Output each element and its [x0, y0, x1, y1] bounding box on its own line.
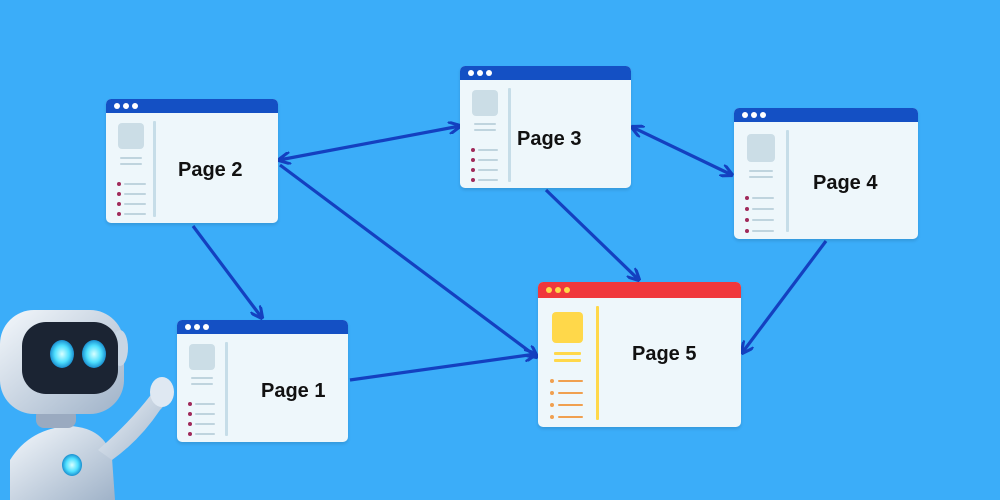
text-line [554, 359, 581, 362]
text-line [120, 163, 142, 165]
page-node-page4: Page 4 [734, 108, 918, 239]
list-bullet-icon [471, 178, 475, 182]
list-bullet-icon [188, 402, 192, 406]
list-line [752, 197, 774, 199]
list-bullet-icon [745, 218, 749, 222]
list-line [124, 183, 146, 185]
window-titlebar [734, 108, 918, 122]
window-dots-icon [468, 70, 492, 76]
image-placeholder-icon [189, 344, 215, 370]
text-line [474, 123, 496, 125]
list-line [558, 416, 583, 418]
list-line [195, 423, 215, 425]
arrow-page2-page1 [191, 225, 262, 318]
arrow-page2-page5 [279, 163, 537, 357]
text-line [749, 170, 773, 172]
window-titlebar [538, 282, 741, 298]
window-dots-icon [742, 112, 766, 118]
text-line [554, 352, 581, 355]
sidebar-divider [786, 130, 789, 232]
list-bullet-icon [550, 403, 554, 407]
list-line [558, 404, 583, 406]
list-line [195, 403, 215, 405]
page-node-page2: Page 2 [106, 99, 278, 223]
list-bullet-icon [188, 422, 192, 426]
arrow-page4-page5 [742, 240, 828, 353]
window-titlebar [177, 320, 348, 334]
list-bullet-icon [188, 432, 192, 436]
page-label: Page 3 [517, 128, 582, 150]
list-line [195, 433, 215, 435]
list-bullet-icon [471, 148, 475, 152]
text-line [191, 377, 213, 379]
list-bullet-icon [471, 158, 475, 162]
list-line [752, 230, 774, 232]
page-node-page1: Page 1 [177, 320, 348, 442]
image-placeholder-icon [747, 134, 775, 162]
list-line [195, 413, 215, 415]
page-label: Page 4 [813, 172, 878, 194]
list-bullet-icon [117, 202, 121, 206]
window-dots-icon [546, 287, 570, 293]
text-line [749, 176, 773, 178]
page-label: Page 1 [261, 380, 326, 402]
window-titlebar [106, 99, 278, 113]
list-bullet-icon [117, 212, 121, 216]
list-line [558, 380, 583, 382]
arrow-page2-page3 [279, 126, 460, 160]
window-dots-icon [185, 324, 209, 330]
list-bullet-icon [745, 229, 749, 233]
list-line [752, 208, 774, 210]
list-bullet-icon [550, 415, 554, 419]
window-dots-icon [114, 103, 138, 109]
arrow-page3-page5 [544, 188, 639, 280]
list-bullet-icon [188, 412, 192, 416]
list-bullet-icon [745, 196, 749, 200]
list-bullet-icon [550, 379, 554, 383]
image-placeholder-icon [472, 90, 498, 116]
list-line [478, 159, 498, 161]
page-label: Page 5 [632, 343, 697, 365]
list-line [124, 203, 146, 205]
image-placeholder-icon [552, 312, 583, 343]
sidebar-divider [508, 88, 511, 182]
list-bullet-icon [550, 391, 554, 395]
list-bullet-icon [471, 168, 475, 172]
page-label: Page 2 [178, 159, 243, 181]
sidebar-divider [153, 121, 156, 217]
arrow-page1-page5 [349, 354, 536, 382]
arrow-page3-page4 [632, 127, 732, 175]
list-line [478, 179, 498, 181]
list-line [478, 149, 498, 151]
list-line [478, 169, 498, 171]
page-node-page3: Page 3 [460, 66, 631, 188]
text-line [474, 129, 496, 131]
list-line [752, 219, 774, 221]
list-line [124, 193, 146, 195]
page-node-page5: Page 5 [538, 282, 741, 427]
text-line [120, 157, 142, 159]
list-bullet-icon [117, 192, 121, 196]
list-bullet-icon [117, 182, 121, 186]
image-placeholder-icon [118, 123, 144, 149]
text-line [191, 383, 213, 385]
window-titlebar [460, 66, 631, 80]
list-line [558, 392, 583, 394]
sidebar-divider [225, 342, 228, 436]
robot-mascot-icon [0, 310, 174, 500]
list-line [124, 213, 146, 215]
sidebar-divider [596, 306, 599, 420]
list-bullet-icon [745, 207, 749, 211]
